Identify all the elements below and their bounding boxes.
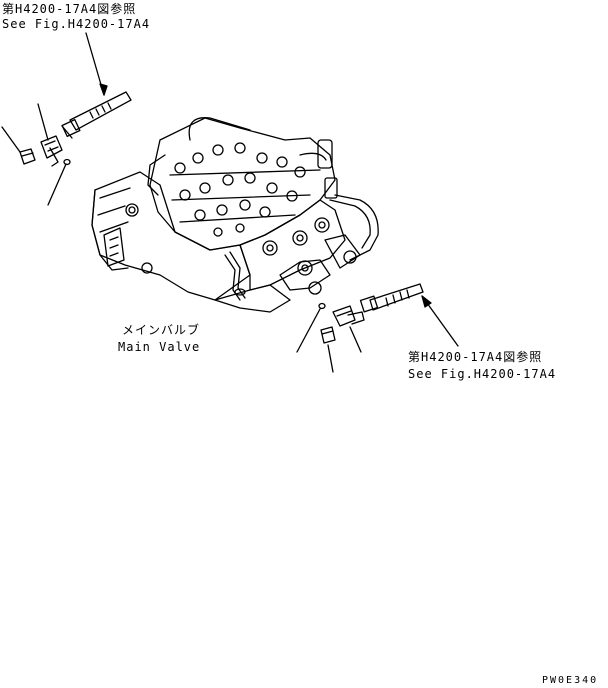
bottom-reference-jp: 第H4200-17A4図参照 bbox=[408, 350, 543, 364]
top-reference-jp: 第H4200-17A4図参照 bbox=[2, 2, 137, 16]
top-leader-lines bbox=[1, 103, 67, 206]
top-elbow-fitting bbox=[40, 135, 63, 167]
top-o-ring bbox=[63, 158, 71, 166]
drawing-code: PW0E340 bbox=[542, 675, 599, 686]
bottom-reference-en: See Fig.H4200-17A4 bbox=[408, 367, 557, 381]
top-reference-arrow bbox=[85, 32, 108, 96]
main-valve-label-en: Main Valve bbox=[118, 340, 201, 354]
bottom-elbow-fitting bbox=[332, 305, 365, 327]
bottom-reference-arrow bbox=[421, 295, 459, 347]
valve-port-caps bbox=[262, 217, 331, 295]
top-plug bbox=[19, 148, 36, 165]
bottom-plug bbox=[320, 326, 336, 344]
bottom-leader-lines bbox=[296, 308, 362, 373]
main-valve-body bbox=[91, 117, 379, 313]
bottom-o-ring bbox=[318, 302, 326, 310]
top-reference-en: See Fig.H4200-17A4 bbox=[2, 17, 151, 31]
top-hose bbox=[61, 91, 132, 139]
bottom-hose bbox=[359, 283, 424, 313]
main-valve-label-jp: メインバルブ bbox=[122, 323, 201, 337]
